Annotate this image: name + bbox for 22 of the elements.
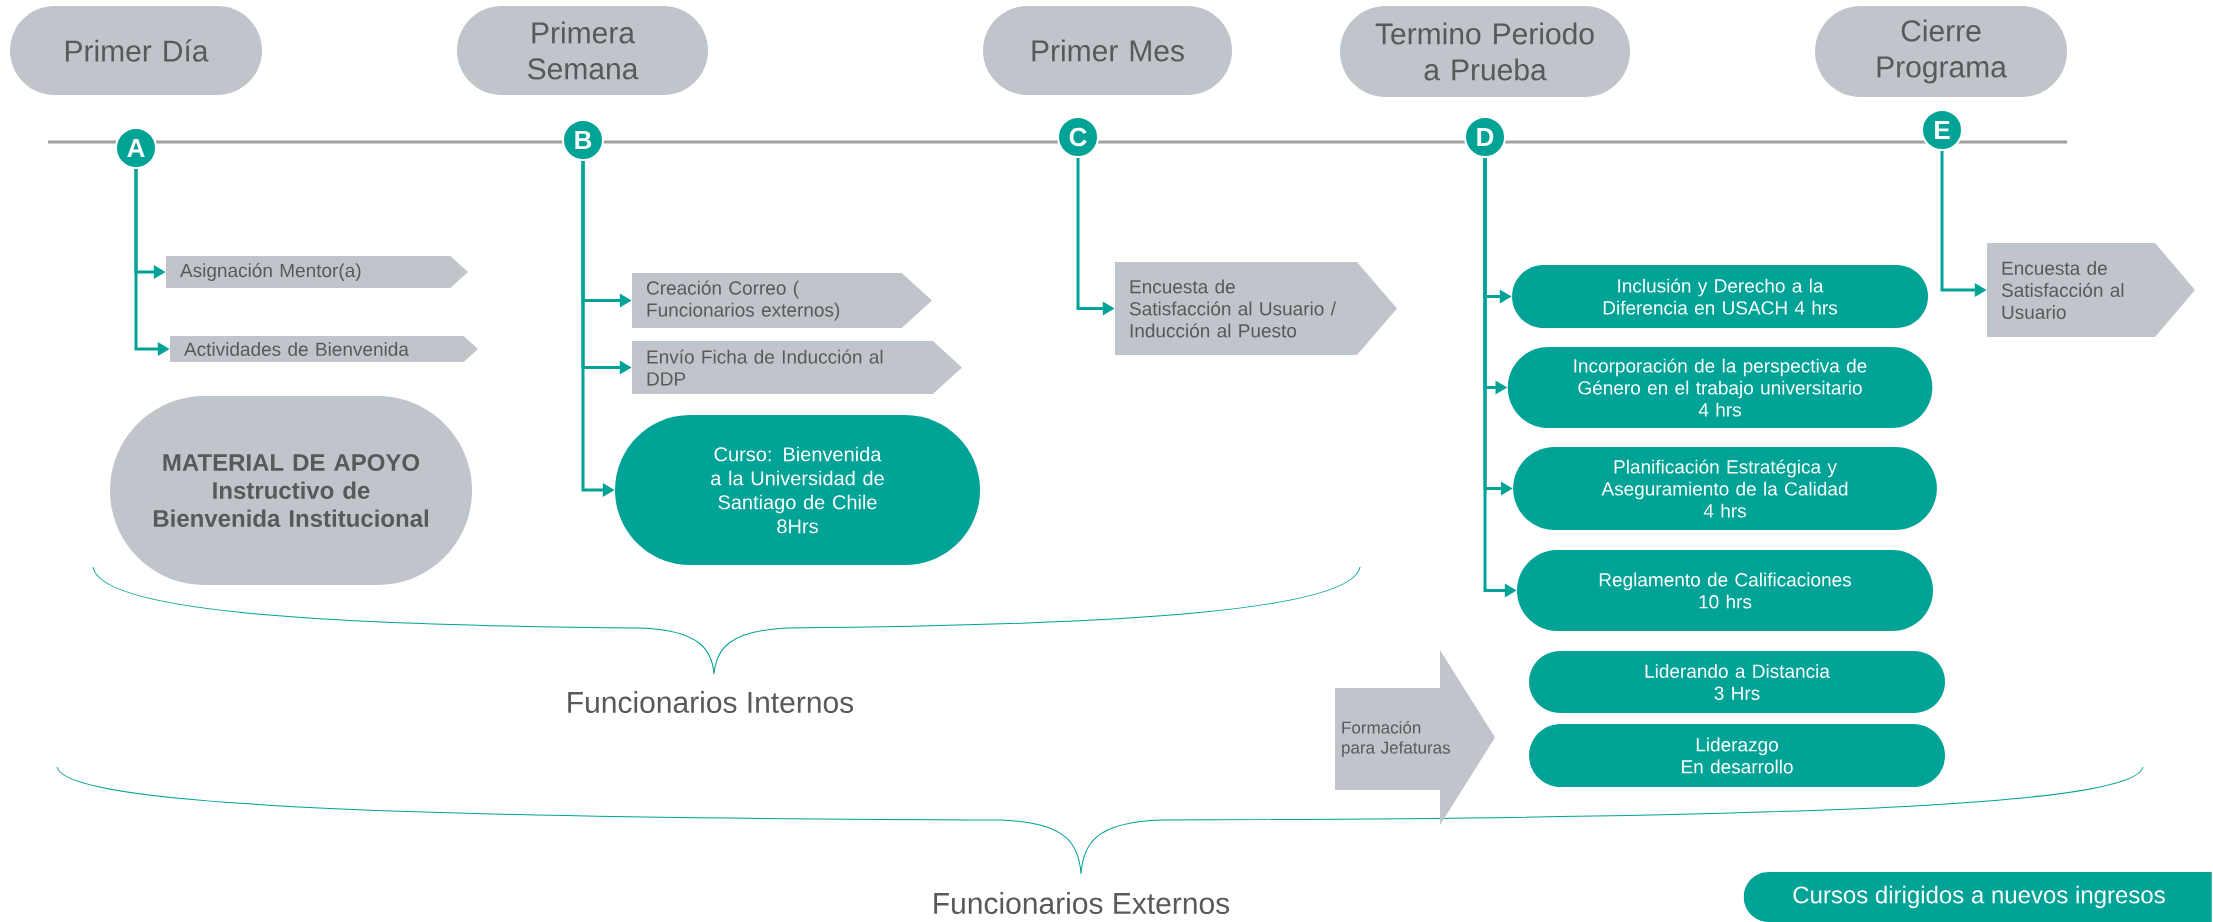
course-pill: Curso: Bienvenida a la Universidad de Santiago de Chile 8Hrs xyxy=(615,415,980,565)
course-pill: Liderando a Distancia 3 Hrs xyxy=(1529,651,1945,713)
arrow-box: Formación para Jefaturas xyxy=(1335,650,1495,825)
stage-pill: Cierre Programa xyxy=(1815,6,2067,97)
course-pill: Liderazgo En desarrollo xyxy=(1529,724,1945,787)
arrow-box: Encuesta de Satisfacción al Usuario xyxy=(1987,243,2195,337)
course-pill: Reglamento de Calificaciones 10 hrs xyxy=(1517,550,1933,631)
course-pill: Inclusión y Derecho a la Diferencia en USACH 4 hrs xyxy=(1512,265,1928,328)
arrow-box: Creación Correo ( Funcionarios externos) xyxy=(632,273,932,328)
legend-pill: Cursos dirigidos a nuevos ingresos xyxy=(1743,872,2212,922)
stage-pill: Primera Semana xyxy=(457,6,708,95)
arrow-box: Envío Ficha de Inducción al DDP xyxy=(632,341,962,394)
arrow-box: Encuesta de Satisfacción al Usuario / Inducción al Puesto xyxy=(1115,262,1397,355)
stage-pill: Termino Periodo a Prueba xyxy=(1340,6,1630,97)
stage-pill: Primer Mes xyxy=(983,6,1232,95)
course-pill: Planificación Estratégica y Aseguramiento de la Calidad 4 hrs xyxy=(1513,447,1937,530)
course-pill: Incorporación de la perspectiva de Género en el trabajo universitario 4 hrs xyxy=(1507,347,1933,428)
arrow-box: Asignación Mentor(a) xyxy=(166,256,468,288)
material-pill: MATERIAL DE APOYO Instructivo de Bienvenida Institucional xyxy=(110,396,472,585)
group-label: Funcionarios Internos xyxy=(568,691,854,714)
stage-pill: Primer Día xyxy=(10,6,262,95)
group-label: Funcionarios Externos xyxy=(934,892,1230,915)
